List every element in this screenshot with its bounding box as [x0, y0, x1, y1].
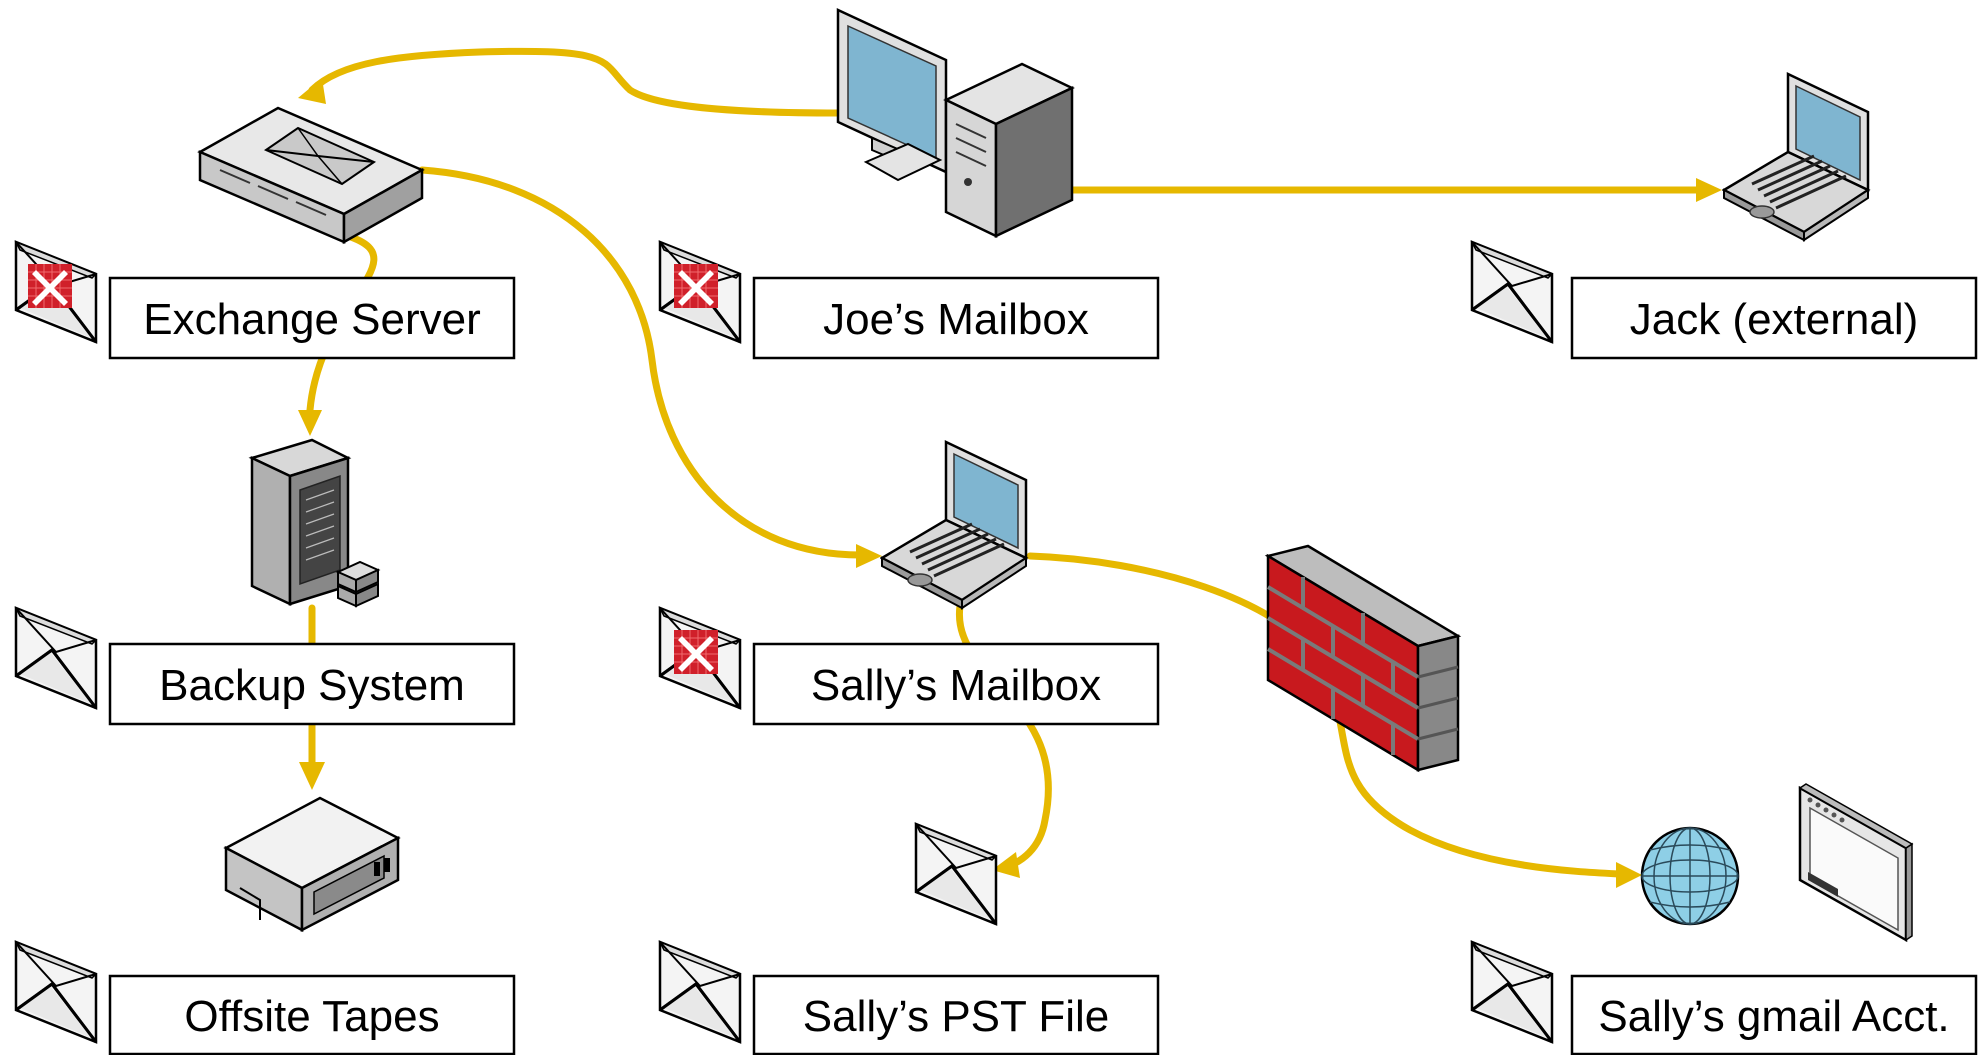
pst-label-box: Sally’s PST File	[752, 974, 1160, 1055]
gmail-envelope-icon	[1470, 940, 1554, 1044]
tape-drive-icon	[223, 796, 401, 933]
tapes-label-box: Offsite Tapes	[108, 974, 516, 1055]
pst-label-envelope-icon	[658, 940, 742, 1044]
exchange-label: Exchange Server	[143, 295, 481, 344]
gmail-label-box: Sally’s gmail Acct.	[1570, 974, 1978, 1055]
joe-deleted-mark-icon	[673, 263, 719, 309]
tapes-envelope-icon	[14, 940, 98, 1044]
flow-lines	[298, 47, 1722, 888]
globe-icon	[1640, 826, 1740, 926]
pst-envelope-icon	[914, 822, 998, 926]
backup-label-box: Backup System	[108, 642, 516, 726]
firewall-icon	[1264, 544, 1462, 773]
sally-label: Sally’s Mailbox	[811, 661, 1101, 710]
arrowhead-backup	[298, 410, 322, 436]
sally-deleted-mark-icon	[673, 629, 719, 675]
backup-tower-icon	[248, 438, 381, 608]
joe-label-box: Joe’s Mailbox	[752, 276, 1160, 360]
browser-window-icon	[1798, 783, 1914, 943]
jack-laptop-icon	[1722, 72, 1870, 242]
flow-sally-to-gmail	[1026, 552, 1624, 878]
arrowhead-exchange	[298, 78, 326, 104]
flow-exchange-to-sally	[418, 166, 864, 559]
arrowhead-sally-laptop	[856, 544, 882, 568]
backup-envelope-icon	[14, 606, 98, 710]
arrowhead-pst	[992, 852, 1020, 878]
tapes-label: Offsite Tapes	[184, 992, 439, 1041]
sally-label-box: Sally’s Mailbox	[752, 642, 1160, 726]
jack-label-box: Jack (external)	[1570, 276, 1978, 360]
flow-desktop-to-exchange	[308, 47, 842, 117]
sally-laptop-icon	[880, 440, 1028, 610]
arrowhead-jack	[1696, 178, 1722, 202]
arrowhead-tapes	[299, 762, 325, 790]
desktop-computer-icon	[836, 8, 1075, 238]
jack-label: Jack (external)	[1630, 295, 1919, 344]
gmail-label: Sally’s gmail Acct.	[1598, 992, 1949, 1041]
joe-label: Joe’s Mailbox	[823, 295, 1089, 344]
exchange-server-icon	[197, 106, 425, 245]
pst-label: Sally’s PST File	[803, 992, 1109, 1041]
arrowhead-gmail	[1616, 862, 1642, 888]
jack-envelope-icon	[1470, 240, 1554, 344]
exchange-deleted-mark-icon	[27, 263, 73, 309]
backup-label: Backup System	[159, 661, 465, 710]
exchange-label-box: Exchange Server	[108, 276, 516, 360]
